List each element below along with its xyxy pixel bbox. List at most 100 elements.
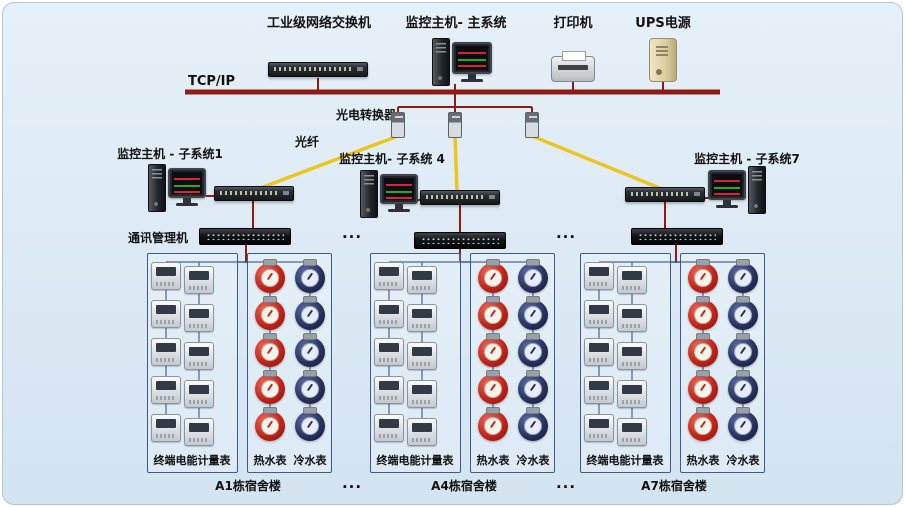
energy-meter-icon [617, 418, 647, 446]
energy-meter-column [374, 262, 404, 442]
energy-meter-icon [151, 262, 181, 290]
subsystem-7-tower-icon [748, 166, 766, 214]
monitor-base [388, 209, 410, 212]
fiber-label: 光纤 [294, 135, 320, 149]
subsystem-1-monitor-icon [168, 168, 206, 206]
meter-dial [734, 269, 752, 287]
monitor-base [176, 203, 198, 206]
meter-dial [301, 269, 319, 287]
cold-water-meter-icon [728, 337, 758, 367]
optical-converter-icon [391, 112, 405, 138]
hot-water-meter-column [478, 263, 508, 441]
subsystem-7-label: 监控主机 - 子系统7 [694, 152, 800, 166]
hot-water-meter-icon [688, 411, 718, 441]
hot-water-meter-icon [478, 300, 508, 330]
optical-converter-icon [525, 112, 539, 138]
subsystem-7-monitor-icon [708, 170, 746, 208]
meter-dial [484, 306, 502, 324]
hot-water-meter-icon [255, 263, 285, 293]
meter-dial [261, 269, 279, 287]
main-host-monitor-icon [452, 42, 492, 82]
energy-meter-column [584, 262, 614, 442]
cold-water-meter-icon [518, 374, 548, 404]
ellipsis: ... [555, 224, 577, 242]
meter-dial [301, 380, 319, 398]
energy-meter-column [407, 266, 437, 446]
ellipsis: ... [341, 474, 363, 492]
cold-water-meter-icon [728, 374, 758, 404]
monitor-screen [712, 174, 742, 196]
energy-meter-icon [151, 300, 181, 328]
energy-meter-icon [617, 304, 647, 332]
energy-meter-column [184, 266, 214, 446]
meter-dial [484, 269, 502, 287]
hot-water-meter-icon [478, 263, 508, 293]
meter-dial [734, 343, 752, 361]
energy-meter-label: 终端电能计量表 [153, 454, 231, 467]
subsystem-4-monitor-icon [380, 174, 418, 212]
building-7-label: A7栋宿舍楼 [641, 479, 707, 493]
ellipsis: ... [341, 224, 363, 242]
meter-dial [261, 343, 279, 361]
ups-icon [649, 38, 677, 82]
cold-water-meter-column [518, 263, 548, 441]
cold-water-meter-icon [295, 337, 325, 367]
optical-converter-label: 光电转换器 [335, 108, 397, 122]
meter-dial [484, 380, 502, 398]
optical-converter-icon [448, 112, 462, 138]
monitor-screen [172, 172, 202, 194]
hot-water-meter-icon [688, 337, 718, 367]
energy-meter-icon [407, 418, 437, 446]
energy-meter-icon [151, 376, 181, 404]
energy-meter-icon [407, 266, 437, 294]
energy-meter-icon [184, 304, 214, 332]
cold-water-meter-icon [295, 411, 325, 441]
cold-water-meter-icon [518, 411, 548, 441]
energy-meter-icon [184, 418, 214, 446]
meter-dial [524, 343, 542, 361]
cold-water-meter-icon [518, 263, 548, 293]
energy-meter-icon [374, 300, 404, 328]
meter-dial [524, 417, 542, 435]
hot-water-meter-icon [688, 374, 718, 404]
energy-meter-icon [584, 376, 614, 404]
meter-dial [301, 306, 319, 324]
energy-meter-icon [151, 338, 181, 366]
meter-dial [694, 269, 712, 287]
subsystem-7-switch-icon [625, 187, 705, 202]
monitor-base [716, 205, 738, 208]
energy-meter-icon [407, 342, 437, 370]
hot-water-label: 热水表 [686, 454, 720, 467]
hot-water-meter-icon [688, 300, 718, 330]
cold-water-meter-icon [728, 263, 758, 293]
meter-dial [484, 417, 502, 435]
subsystem-1-label: 监控主机 - 子系统1 [117, 147, 223, 161]
energy-meter-icon [407, 304, 437, 332]
meter-dial [484, 343, 502, 361]
energy-meter-icon [617, 380, 647, 408]
printer-label: 打印机 [553, 16, 593, 31]
energy-meter-icon [584, 300, 614, 328]
cold-water-meter-icon [295, 263, 325, 293]
hot-water-meter-column [688, 263, 718, 441]
hot-water-meter-column [255, 263, 285, 441]
energy-meter-column [617, 266, 647, 446]
subsystem-1-switch-icon [214, 186, 294, 201]
cold-water-label: 冷水表 [726, 454, 760, 467]
hot-water-meter-icon [255, 337, 285, 367]
printer-icon [551, 51, 595, 82]
industrial-switch-label: 工业级网络交换机 [266, 16, 372, 31]
cold-water-meter-icon [518, 300, 548, 330]
energy-meter-icon [584, 262, 614, 290]
meter-dial [261, 417, 279, 435]
meter-dial [694, 417, 712, 435]
hot-water-meter-icon [478, 337, 508, 367]
energy-meter-icon [584, 414, 614, 442]
cold-water-meter-column [728, 263, 758, 441]
subsystem-1-comm-manager-icon [199, 228, 291, 245]
hot-water-meter-icon [255, 374, 285, 404]
meter-dial [694, 306, 712, 324]
energy-meter-label: 终端电能计量表 [586, 454, 664, 467]
subsystem-7-comm-manager-icon [631, 228, 723, 245]
meter-dial [261, 380, 279, 398]
